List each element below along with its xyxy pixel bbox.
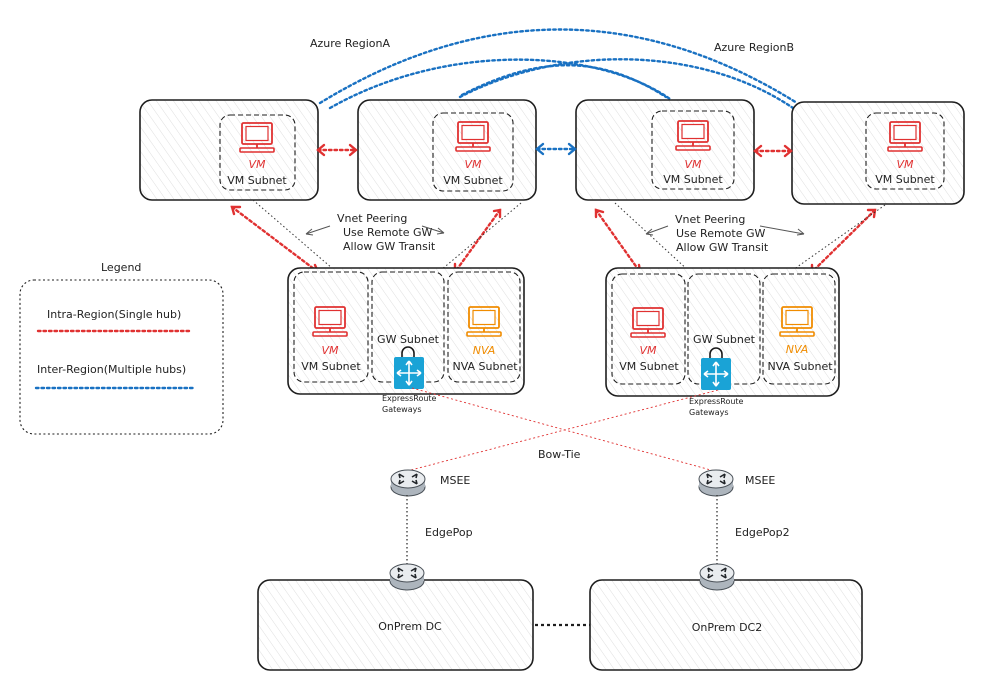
legend-inter-label: Inter-Region(Multiple hubs) (37, 363, 186, 376)
hub-vnet-b: VM VM Subnet GW Subnet NVA NVA Subnet Ex… (605, 267, 840, 417)
peering-links (230, 199, 886, 276)
peering-note-b: Vnet Peering Use Remote GW Allow GW Tran… (645, 213, 805, 254)
spoke-4-subnet-label: VM Subnet (875, 173, 935, 186)
inter-region-link-mid-a (328, 58, 672, 110)
router-icon (699, 563, 735, 591)
inter-region-link-outer (318, 28, 799, 105)
svg-text:NVA Subnet: NVA Subnet (767, 360, 833, 373)
region-b-title: Azure RegionB (714, 41, 794, 54)
onprem-dc-a: OnPrem DC (257, 579, 534, 671)
svg-text:NVA: NVA (786, 343, 809, 356)
svg-text:GW Subnet: GW Subnet (693, 333, 756, 346)
spoke-4-vm-label: VM (896, 158, 914, 171)
spoke-1-subnet-label: VM Subnet (227, 174, 287, 187)
svg-text:VM Subnet: VM Subnet (301, 360, 361, 373)
svg-text:Gateways: Gateways (689, 408, 729, 417)
svg-text:Use Remote GW: Use Remote GW (343, 226, 433, 239)
gateway-icon (394, 357, 424, 389)
router-icon (389, 563, 425, 591)
svg-text:VM Subnet: VM Subnet (619, 360, 679, 373)
edgepop-a-label: EdgePop (425, 526, 473, 539)
spoke-3-subnet-label: VM Subnet (663, 173, 723, 186)
spoke-vnet-1: VM VM Subnet (139, 99, 319, 201)
svg-text:Use Remote GW: Use Remote GW (676, 227, 766, 240)
svg-text:ExpressRoute: ExpressRoute (689, 397, 744, 406)
svg-text:OnPrem DC: OnPrem DC (378, 620, 442, 633)
spoke-vnet-2: VM VM Subnet (357, 99, 537, 201)
inter-region-links (318, 28, 799, 110)
svg-text:VM: VM (639, 344, 657, 357)
svg-text:NVA: NVA (473, 344, 496, 357)
svg-text:ExpressRoute: ExpressRoute (382, 394, 437, 403)
msee-a-label: MSEE (440, 474, 470, 487)
legend: Legend Intra-Region(Single hub) Inter-Re… (19, 261, 224, 435)
router-icon (390, 469, 426, 497)
gateway-icon (701, 358, 731, 390)
spoke-1-vm-label: VM (248, 158, 266, 171)
svg-text:Vnet Peering: Vnet Peering (337, 212, 407, 225)
inter-region-link-mid-b (458, 58, 795, 110)
spoke-3-vm-label: VM (684, 158, 702, 171)
svg-text:Vnet Peering: Vnet Peering (675, 213, 745, 226)
svg-text:Allow GW Transit: Allow GW Transit (676, 241, 769, 254)
lock-icon (709, 347, 723, 359)
spoke-2-vm-label: VM (464, 158, 482, 171)
onprem-dc-b: OnPrem DC2 (589, 579, 863, 671)
inter-region-link-inner (460, 64, 668, 99)
svg-text:Gateways: Gateways (382, 405, 422, 414)
svg-text:Allow GW Transit: Allow GW Transit (343, 240, 436, 253)
region-a-title: Azure RegionA (310, 37, 390, 50)
spoke-vnet-4: VM VM Subnet (791, 101, 965, 205)
spoke-2-subnet-label: VM Subnet (443, 174, 503, 187)
hub-vnet-a: VM VM Subnet GW Subnet NVA NVA Subnet Ex… (287, 267, 525, 414)
svg-text:NVA Subnet: NVA Subnet (452, 360, 518, 373)
router-icon (698, 469, 734, 497)
spoke-links (316, 142, 793, 158)
svg-text:VM: VM (321, 344, 339, 357)
bowtie-label: Bow-Tie (538, 448, 581, 461)
spoke-vnet-3: VM VM Subnet (575, 99, 755, 201)
svg-text:OnPrem DC2: OnPrem DC2 (692, 621, 762, 634)
legend-intra-label: Intra-Region(Single hub) (47, 308, 181, 321)
peering-note-a: Vnet Peering Use Remote GW Allow GW Tran… (305, 212, 445, 253)
msee-b-label: MSEE (745, 474, 775, 487)
bowtie-links (410, 387, 719, 473)
legend-title: Legend (101, 261, 141, 274)
svg-text:GW Subnet: GW Subnet (377, 333, 440, 346)
lock-icon (401, 346, 415, 358)
edgepop-b-label: EdgePop2 (735, 526, 790, 539)
